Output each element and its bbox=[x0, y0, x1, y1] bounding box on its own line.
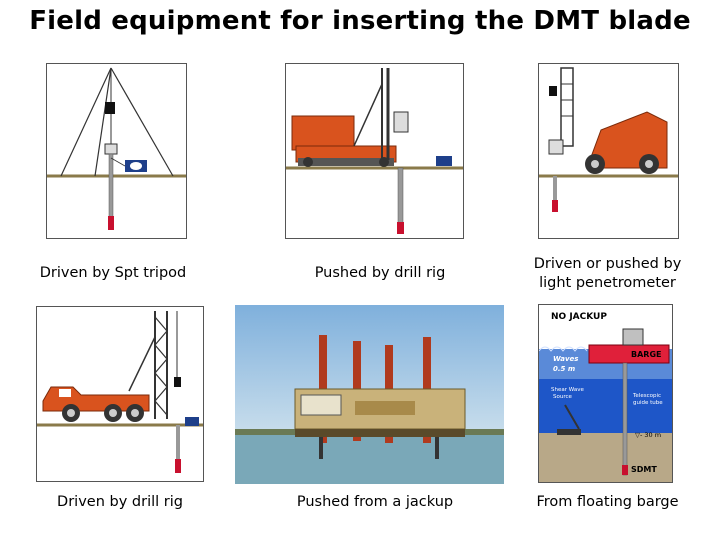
label-depth: ▽- 30 m bbox=[635, 431, 661, 439]
illustration-drill-rig-driven bbox=[36, 306, 204, 482]
illustration-spt-tripod bbox=[46, 63, 187, 239]
caption-jackup: Pushed from a jackup bbox=[296, 494, 454, 510]
label-telescopic-1: Telescopic bbox=[632, 393, 661, 399]
page-title: Field equipment for inserting the DMT bl… bbox=[29, 6, 691, 36]
label-shear-wave-1: Shear Wave bbox=[551, 387, 584, 393]
caption-penetrometer-line2: light penetrometer bbox=[539, 275, 676, 291]
label-waves-2: 0.5 m bbox=[553, 365, 575, 373]
caption-tripod: Driven by Spt tripod bbox=[39, 265, 187, 281]
label-sdmt: SDMT bbox=[631, 465, 657, 474]
label-barge: BARGE bbox=[631, 350, 661, 359]
label-telescopic-2: guide tube bbox=[633, 400, 663, 406]
illustration-floating-barge: NO JACKUP BARGE Waves 0.5 m Shear Wave S… bbox=[538, 304, 673, 483]
label-no-jackup: NO JACKUP bbox=[551, 312, 607, 322]
caption-penetrometer-line1: Driven or pushed by bbox=[533, 256, 682, 272]
illustration-drill-rig-push bbox=[285, 63, 464, 239]
caption-barge: From floating barge bbox=[536, 494, 679, 510]
label-waves-1: Waves bbox=[553, 355, 578, 363]
caption-drill-rig-driven: Driven by drill rig bbox=[57, 494, 183, 510]
photo-jackup bbox=[235, 305, 504, 484]
caption-drill-rig-push: Pushed by drill rig bbox=[314, 265, 446, 281]
illustration-light-penetrometer bbox=[538, 63, 679, 239]
label-shear-wave-2: Source bbox=[553, 394, 573, 400]
